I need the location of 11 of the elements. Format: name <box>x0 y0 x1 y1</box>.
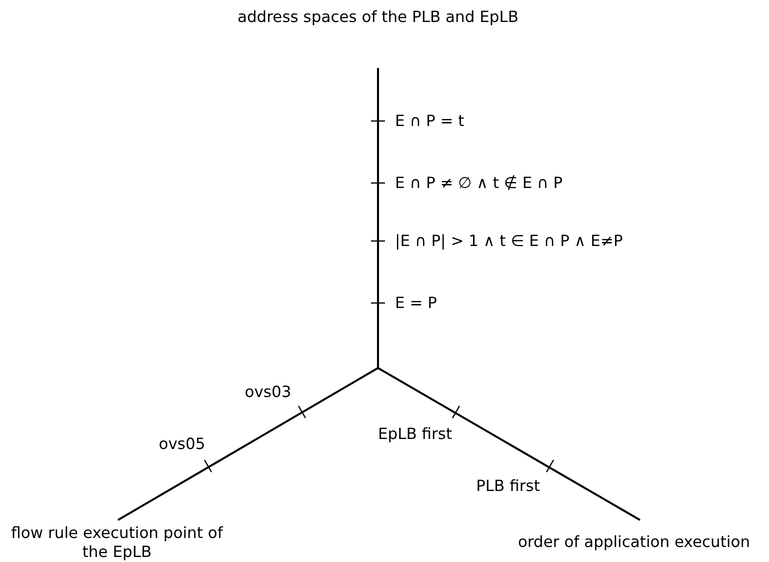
tick-label: E ∩ P = t <box>395 112 466 131</box>
tick-label: PLB first <box>475 477 541 496</box>
tick-label: E ∩ P ≠ ∅ ∧ t ∉ E ∩ P <box>395 174 564 193</box>
tick-label: EpLB first <box>376 425 454 444</box>
tick-label: ovs05 <box>158 435 206 454</box>
tick-label: |E ∩ P| > 1 ∧ t ∈ E ∩ P ∧ E≠P <box>395 232 624 251</box>
tick-label: ovs03 <box>244 383 292 402</box>
axis-title: order of application execution <box>516 533 752 552</box>
tick-label: E = P <box>395 294 438 313</box>
axis-title: address spaces of the PLB and EpLB <box>236 8 520 27</box>
axis-title: flow rule execution point of the EpLB <box>10 524 224 562</box>
